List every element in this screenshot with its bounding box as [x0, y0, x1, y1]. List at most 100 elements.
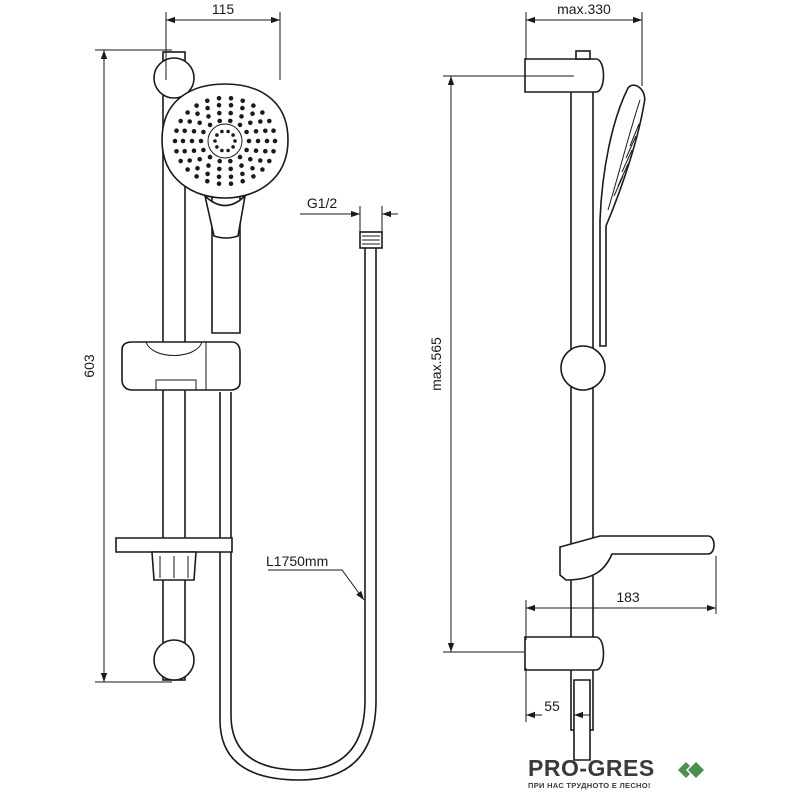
- nozzle-dot: [206, 163, 211, 168]
- hose: [219, 246, 377, 781]
- nozzle-dot: [185, 110, 190, 115]
- nozzle-dot: [255, 138, 261, 144]
- nozzle-dot: [231, 145, 235, 149]
- nozzle-dot: [216, 102, 222, 108]
- dimension-lines: [95, 12, 717, 722]
- nozzle-dot: [253, 129, 259, 134]
- nozzle-dot: [217, 158, 222, 164]
- nozzle-dot: [240, 178, 245, 184]
- side-bottom-bracket: [524, 636, 605, 671]
- nozzle-dot: [220, 129, 224, 134]
- nozzle-dot: [213, 139, 217, 143]
- brand-name: PRO-GRES: [528, 755, 655, 781]
- nozzle-dot: [205, 105, 210, 111]
- shower-nozzles: [172, 96, 278, 186]
- nozzle-dot: [226, 129, 230, 134]
- nozzle-dot: [191, 129, 197, 134]
- nozzle-dot: [187, 158, 192, 163]
- nozzle-dot: [178, 158, 183, 164]
- nozzle-dot: [228, 166, 233, 172]
- nozzle-dot: [251, 103, 256, 108]
- nozzle-dot: [260, 167, 265, 172]
- nozzle-dot: [246, 138, 252, 144]
- nozzle-dot: [205, 98, 210, 104]
- nozzle-dot: [239, 114, 244, 119]
- nozzle-dot: [205, 171, 210, 177]
- nozzle-dot: [174, 149, 179, 154]
- brand-logo: PRO-GRES ПРИ НАС ТРУДНОТО Е ЛЕСНО!: [528, 756, 788, 790]
- nozzle-dot: [250, 111, 255, 116]
- nozzle-dot: [260, 110, 265, 115]
- nozzle-dot: [180, 138, 186, 144]
- nozzle-dot: [237, 154, 243, 160]
- nozzle-dot: [198, 138, 204, 144]
- nozzle-dot: [216, 181, 222, 186]
- nozzle-dot: [220, 148, 224, 153]
- nozzle-dot: [194, 174, 199, 179]
- nozzle-dot: [172, 138, 178, 144]
- nozzle-dot: [228, 102, 234, 108]
- nozzle-dot: [258, 119, 263, 124]
- nozzle-dot: [267, 158, 272, 164]
- nozzle-dot: [267, 118, 272, 124]
- nozzle-dot: [228, 174, 234, 180]
- dim-label-max-565: max.565: [428, 337, 444, 391]
- nozzle-dot: [239, 163, 244, 168]
- side-slide-bar: [570, 63, 594, 731]
- front-soap-shelf: [115, 537, 233, 553]
- nozzle-dot: [240, 105, 245, 111]
- nozzle-dot: [201, 147, 206, 153]
- side-soap-shelf: [559, 535, 715, 581]
- nozzle-dot: [244, 129, 249, 135]
- nozzle-dot: [271, 128, 276, 133]
- dim-label-603: 603: [81, 354, 97, 378]
- nozzle-dot: [228, 158, 233, 164]
- nozzle-dot: [197, 120, 202, 126]
- nozzle-dot: [185, 167, 190, 172]
- nozzle-dot: [248, 156, 253, 162]
- nozzle-dot: [237, 122, 243, 128]
- nozzle-dot: [264, 138, 270, 144]
- nozzle-dot: [206, 114, 211, 119]
- nozzle-dot: [226, 148, 230, 153]
- nozzle-dot: [195, 111, 200, 116]
- hand-shower: [161, 83, 289, 334]
- nozzle-dot: [205, 178, 210, 184]
- side-hand-shower: [599, 84, 646, 347]
- dim-label-g12: G1/2: [307, 195, 338, 211]
- nozzle-dot: [195, 166, 200, 171]
- nozzle-dot: [216, 174, 222, 180]
- nozzle-dot: [263, 148, 268, 154]
- front-bottom-bracket: [153, 639, 195, 681]
- nozzle-dot: [201, 129, 206, 135]
- side-view: [524, 50, 715, 761]
- front-top-bracket: [153, 57, 195, 99]
- diamond-arrow-icon: [678, 762, 704, 778]
- side-slider-knob: [560, 345, 606, 391]
- dim-label-max-330: max.330: [557, 1, 611, 17]
- shower-head-face: [161, 83, 289, 199]
- nozzle-dot: [253, 148, 259, 153]
- nozzle-dot: [248, 120, 253, 126]
- nozzle-dot: [216, 96, 222, 101]
- nozzle-dot: [231, 133, 235, 137]
- dim-label-183: 183: [616, 589, 640, 605]
- dim-label-hose-length: L1750mm: [266, 553, 328, 569]
- nozzle-dot: [217, 166, 222, 172]
- nozzle-dot: [228, 118, 233, 124]
- nozzle-dot: [197, 156, 202, 162]
- nozzle-dot: [178, 118, 183, 124]
- nozzle-dot: [228, 96, 234, 101]
- nozzle-dot: [215, 133, 219, 137]
- nozzle-dot: [272, 138, 278, 144]
- nozzle-dot: [233, 139, 237, 143]
- nozzle-dot: [217, 118, 222, 124]
- dim-label-115: 115: [212, 1, 235, 17]
- nozzle-dot: [251, 174, 256, 179]
- nozzle-dot: [263, 128, 268, 134]
- nozzle-dot: [271, 149, 276, 154]
- nozzle-dot: [250, 166, 255, 171]
- nozzle-dot: [191, 148, 197, 153]
- nozzle-dot: [182, 128, 187, 134]
